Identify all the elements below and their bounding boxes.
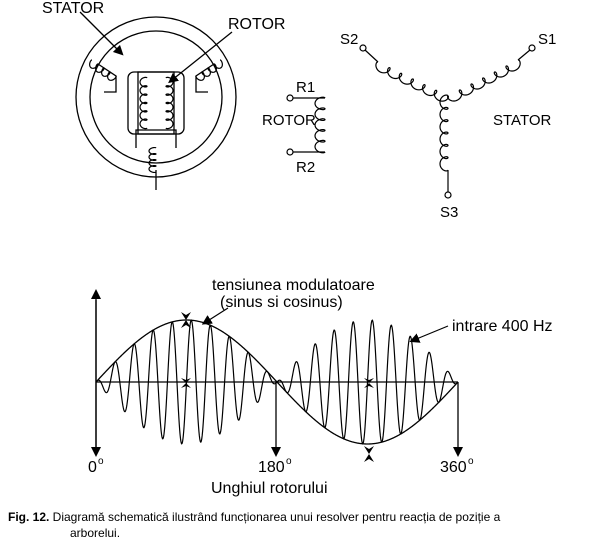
rotor-coil-left bbox=[139, 76, 148, 130]
caption-line-2: arborelui. bbox=[70, 526, 121, 540]
stator-lead-s1 bbox=[517, 49, 531, 61]
s1-label: S1 bbox=[538, 31, 556, 48]
marker-zero-1 bbox=[181, 378, 191, 388]
resolver-cross-section bbox=[75, 11, 237, 190]
stator-winding-label: STATOR bbox=[493, 112, 552, 129]
figure-number: Fig. 12. bbox=[8, 510, 50, 524]
stator-inner-ring bbox=[89, 30, 223, 164]
rotor-pointer-arrow bbox=[168, 31, 233, 84]
degree-mark-360: o bbox=[468, 456, 474, 467]
terminal-s1 bbox=[528, 44, 536, 52]
terminal-s3 bbox=[444, 191, 452, 199]
stator-coil-s1 bbox=[446, 59, 521, 102]
rotor-winding-coil bbox=[314, 96, 326, 154]
terminal-s2 bbox=[359, 44, 367, 52]
degree-mark-180: o bbox=[286, 456, 292, 467]
stator-pole-bottom bbox=[135, 129, 177, 148]
stator-pole-left bbox=[97, 63, 117, 93]
stator-coil-s2 bbox=[375, 61, 450, 102]
rotor-body bbox=[127, 71, 185, 135]
terminal-r2 bbox=[286, 148, 294, 156]
stator-label: STATOR bbox=[42, 0, 104, 17]
terminal-r1 bbox=[286, 94, 294, 102]
stator-coil-right bbox=[195, 59, 223, 81]
r1-label: R1 bbox=[296, 79, 315, 96]
marker-trough bbox=[364, 446, 374, 462]
stator-coil-bottom bbox=[148, 146, 157, 174]
rotor-label: ROTOR bbox=[228, 16, 285, 33]
figure-caption: Fig. 12. Diagramă schematică ilustrând f… bbox=[8, 509, 598, 541]
waveform-axes bbox=[91, 289, 463, 457]
envelope-markers bbox=[181, 312, 374, 462]
stator-pointer-arrow bbox=[79, 11, 124, 56]
stator-pole-right bbox=[195, 63, 215, 93]
tick-label-0: 0 bbox=[88, 459, 97, 476]
stator-winding bbox=[359, 44, 536, 199]
rotor-winding-label: ROTOR bbox=[262, 112, 316, 129]
modulating-label-2: (sinus si cosinus) bbox=[220, 294, 343, 311]
modulating-label-1: tensiunea modulatoare bbox=[212, 277, 375, 294]
modulating-pointer-arrow bbox=[201, 307, 229, 325]
rotor-winding bbox=[286, 94, 326, 156]
s3-label: S3 bbox=[440, 204, 458, 221]
tick-label-360: 360 bbox=[440, 459, 467, 476]
stator-lead-s2 bbox=[364, 49, 379, 63]
tick-label-180: 180 bbox=[258, 459, 285, 476]
caption-line-1: Diagramă schematică ilustrând funcționar… bbox=[49, 510, 501, 524]
resolver-coils bbox=[89, 59, 223, 174]
stator-coil-s3 bbox=[439, 94, 449, 172]
s2-label: S2 bbox=[340, 31, 358, 48]
marker-zero-2 bbox=[364, 378, 374, 388]
rotor-core bbox=[137, 71, 175, 135]
input-label: intrare 400 Hz bbox=[452, 318, 553, 335]
r2-label: R2 bbox=[296, 159, 315, 176]
stator-outer-ring bbox=[75, 16, 237, 178]
input-pointer-arrow bbox=[409, 325, 449, 343]
stator-coil-left bbox=[89, 59, 117, 81]
modulating-envelope bbox=[95, 319, 459, 445]
axis-title: Unghiul rotorului bbox=[211, 480, 328, 497]
marker-peak bbox=[181, 312, 191, 328]
degree-mark-0: o bbox=[98, 456, 104, 467]
rotor-coil-right bbox=[165, 76, 174, 130]
